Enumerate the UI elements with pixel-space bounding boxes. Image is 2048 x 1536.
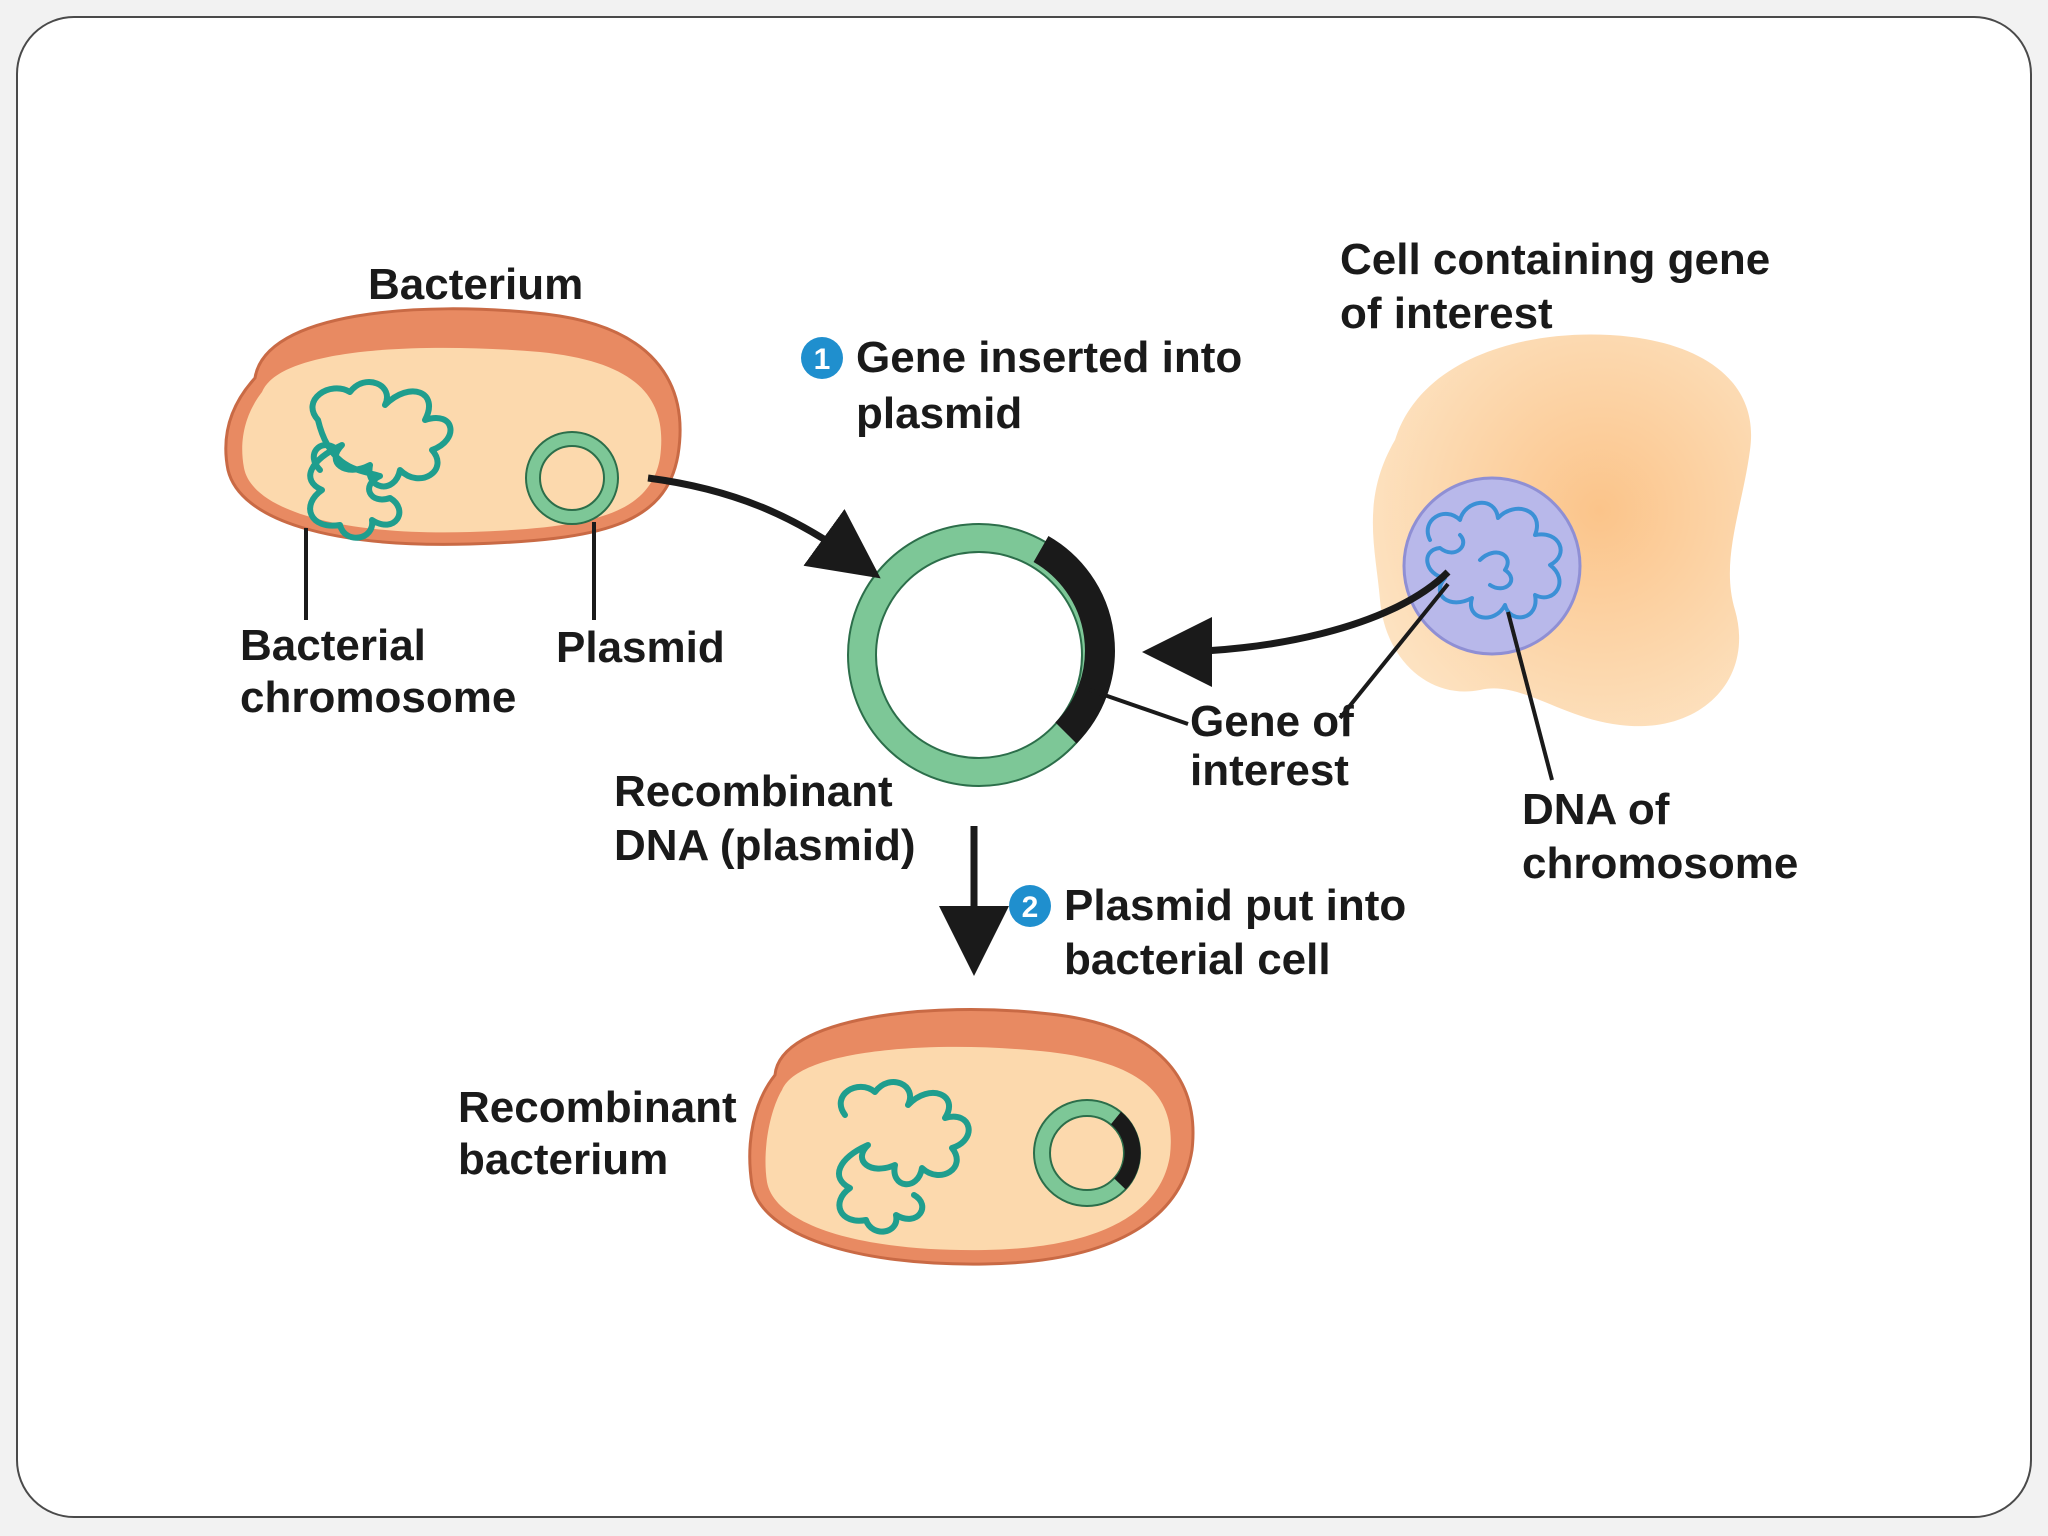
recombinant-plasmid-inner-outline [875,551,1083,759]
bacterium-plasmid-inner-outline [539,445,605,511]
chromosome-dna [1425,500,1563,620]
step1-label-line2: plasmid [856,389,1022,438]
gene-of-interest-label-line2: interest [1190,746,1349,795]
step2-label-line1: Plasmid put into [1064,881,1406,930]
inserted-plasmid-inner-outline [1049,1115,1125,1191]
bacterial-chromosome [307,379,454,541]
recombinant-bacterium-cytoplasm [765,1046,1171,1251]
dna-of-chromosome-label-line1: DNA of [1522,785,1670,834]
bacterium-plasmid [526,432,618,524]
gene-of-interest-label-line1: Gene of [1190,697,1354,746]
bacterial-chromosome-label-line2: chromosome [240,673,516,722]
step2-badge [1009,885,1051,927]
recombinant-plasmid [847,523,1115,787]
bacterium-plasmid-outline [525,431,619,525]
bacterium [224,307,682,546]
recombinant-bacterium-label-line2: bacterium [458,1135,668,1184]
arrow-bacterium-to-plasmid [647,474,881,579]
step2-label-line2: bacterial cell [1064,935,1331,984]
bacterium-cytoplasm [242,347,662,533]
cell-label-line2: of interest [1340,289,1553,338]
arrow-cell-to-plasmid [1142,569,1451,687]
inserted-gene-segment [1110,1111,1141,1190]
gene-of-interest-segment [1033,535,1115,744]
dna-of-chromosome-label-line2: chromosome [1522,839,1798,888]
step1-number: 1 [814,343,831,376]
step2-number: 2 [1022,891,1039,924]
gene-pointer-to-nucleus [1338,582,1450,720]
bacterial-chromosome-label-line1: Bacterial [240,621,426,670]
bacterium-label: Bacterium [368,260,583,309]
recombinant-dna-label-line2: DNA (plasmid) [614,821,916,870]
donor-cell [1372,334,1752,727]
step1-badge [801,337,843,379]
step1-label-line1: Gene inserted into [856,333,1242,382]
dna-of-chromosome-pointer [1506,611,1554,781]
gene-of-interest-pointer [1089,688,1189,726]
recombinant-dna-label-line1: Recombinant [614,767,893,816]
recombinant-bacterium [748,1007,1195,1266]
plasmid-label: Plasmid [556,623,725,672]
recombinant-bacterial-chromosome [836,1079,972,1235]
recombinant-bacterium-label-line1: Recombinant [458,1083,737,1132]
cell-label-line1: Cell containing gene [1340,235,1770,284]
